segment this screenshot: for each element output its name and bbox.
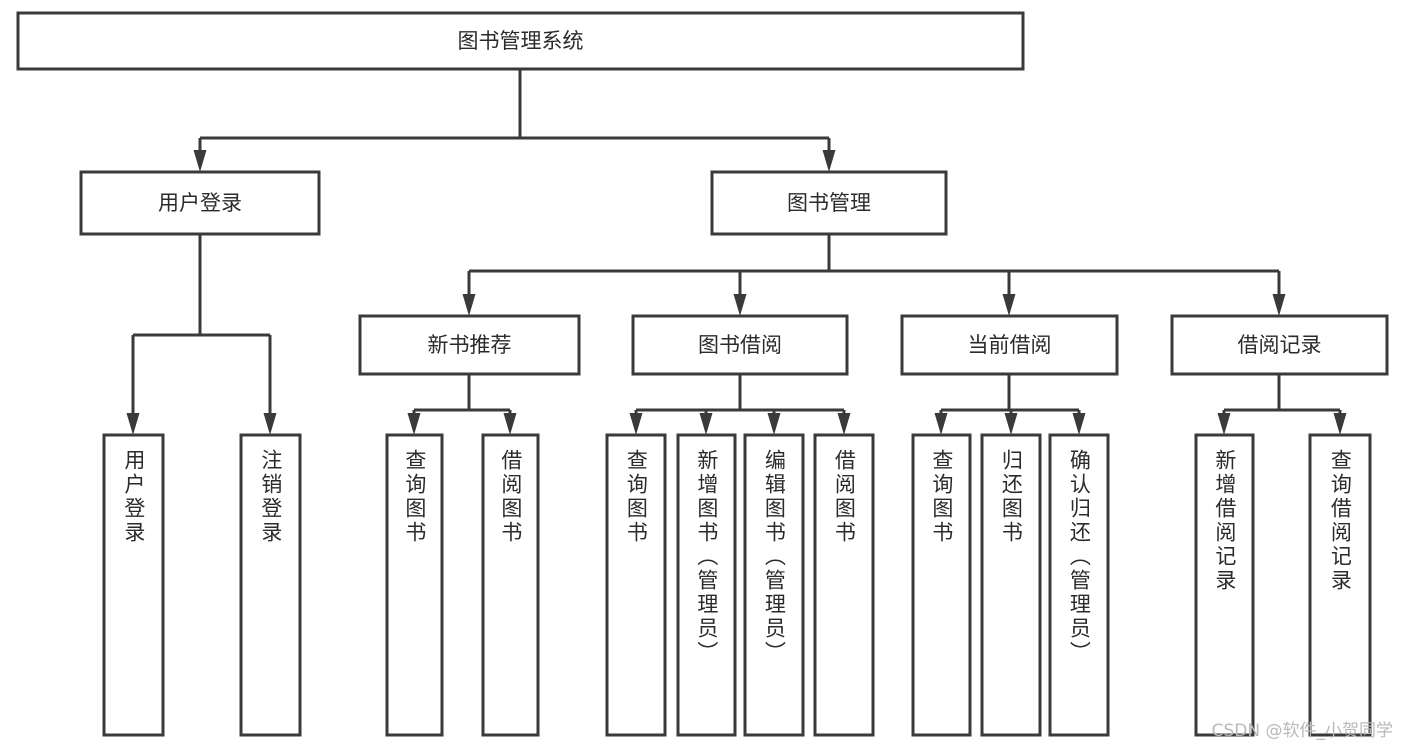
root-bus [193, 69, 836, 172]
root-bus-arrow-1 [822, 150, 836, 172]
level1-node-0-box[interactable] [79, 170, 321, 236]
book-mgmt-bus [462, 234, 1286, 316]
leaf-node-12-box[interactable] [1308, 433, 1372, 737]
leaf-node-2-box[interactable] [385, 433, 444, 737]
book-mgmt-bus-arrow-3 [1272, 294, 1286, 316]
borrow-bus-arrow-1 [699, 413, 713, 435]
csdn-watermark: CSDN @软件_小贺同学 [1211, 721, 1393, 741]
level2-node-3-box[interactable] [1170, 314, 1389, 376]
leaf-node-1-box[interactable] [239, 433, 302, 737]
records-bus-arrow-0 [1217, 413, 1231, 435]
leaf-node-7-box[interactable] [813, 433, 875, 737]
new-books-bus-arrow-0 [407, 413, 421, 435]
level1-node-1-box[interactable] [710, 170, 948, 236]
leaf-node-8-box[interactable] [911, 433, 972, 737]
level2-node-1-box[interactable] [631, 314, 849, 376]
level2-node-0-box[interactable] [358, 314, 581, 376]
level2-node-1-label: 图书借阅 [698, 333, 782, 357]
root-node-box[interactable] [16, 11, 1025, 71]
leaf-node-5-box[interactable] [676, 433, 737, 737]
new-books-bus [407, 374, 517, 435]
leaf-node-3-box[interactable] [481, 433, 540, 737]
current-bus-arrow-0 [934, 413, 948, 435]
level1-node-1-label: 图书管理 [787, 191, 871, 215]
book-mgmt-bus-arrow-0 [462, 294, 476, 316]
leaf-node-0-box[interactable] [102, 433, 165, 737]
book-mgmt-bus-arrow-2 [1002, 294, 1016, 316]
records-bus [1217, 374, 1347, 435]
records-bus-arrow-1 [1333, 413, 1347, 435]
user-login-bus [126, 234, 277, 435]
current-bus-arrow-1 [1004, 413, 1018, 435]
borrow-bus [629, 374, 851, 435]
level2-node-2-label: 当前借阅 [968, 333, 1052, 357]
boxes-layer [16, 11, 1389, 737]
leaf-node-10-box[interactable] [1048, 433, 1110, 737]
leaf-node-9-box[interactable] [980, 433, 1042, 737]
leaf-node-6-box[interactable] [743, 433, 805, 737]
current-bus [934, 374, 1086, 435]
current-bus-arrow-2 [1072, 413, 1086, 435]
user-login-bus-arrow-1 [263, 413, 277, 435]
level2-node-0-label: 新书推荐 [428, 333, 512, 357]
level1-node-0-label: 用户登录 [158, 191, 242, 215]
root-bus-arrow-0 [193, 150, 207, 172]
user-login-bus-arrow-0 [126, 413, 140, 435]
leaf-node-4-box[interactable] [605, 433, 667, 737]
level2-node-2-box[interactable] [900, 314, 1119, 376]
borrow-bus-arrow-3 [837, 413, 851, 435]
borrow-bus-arrow-2 [767, 413, 781, 435]
borrow-bus-arrow-0 [629, 413, 643, 435]
book-mgmt-bus-arrow-1 [733, 294, 747, 316]
root-node-label: 图书管理系统 [458, 29, 584, 53]
connectors-layer [126, 69, 1347, 435]
leaf-node-11-box[interactable] [1194, 433, 1255, 737]
level2-node-3-label: 借阅记录 [1238, 333, 1322, 357]
new-books-bus-arrow-1 [503, 413, 517, 435]
